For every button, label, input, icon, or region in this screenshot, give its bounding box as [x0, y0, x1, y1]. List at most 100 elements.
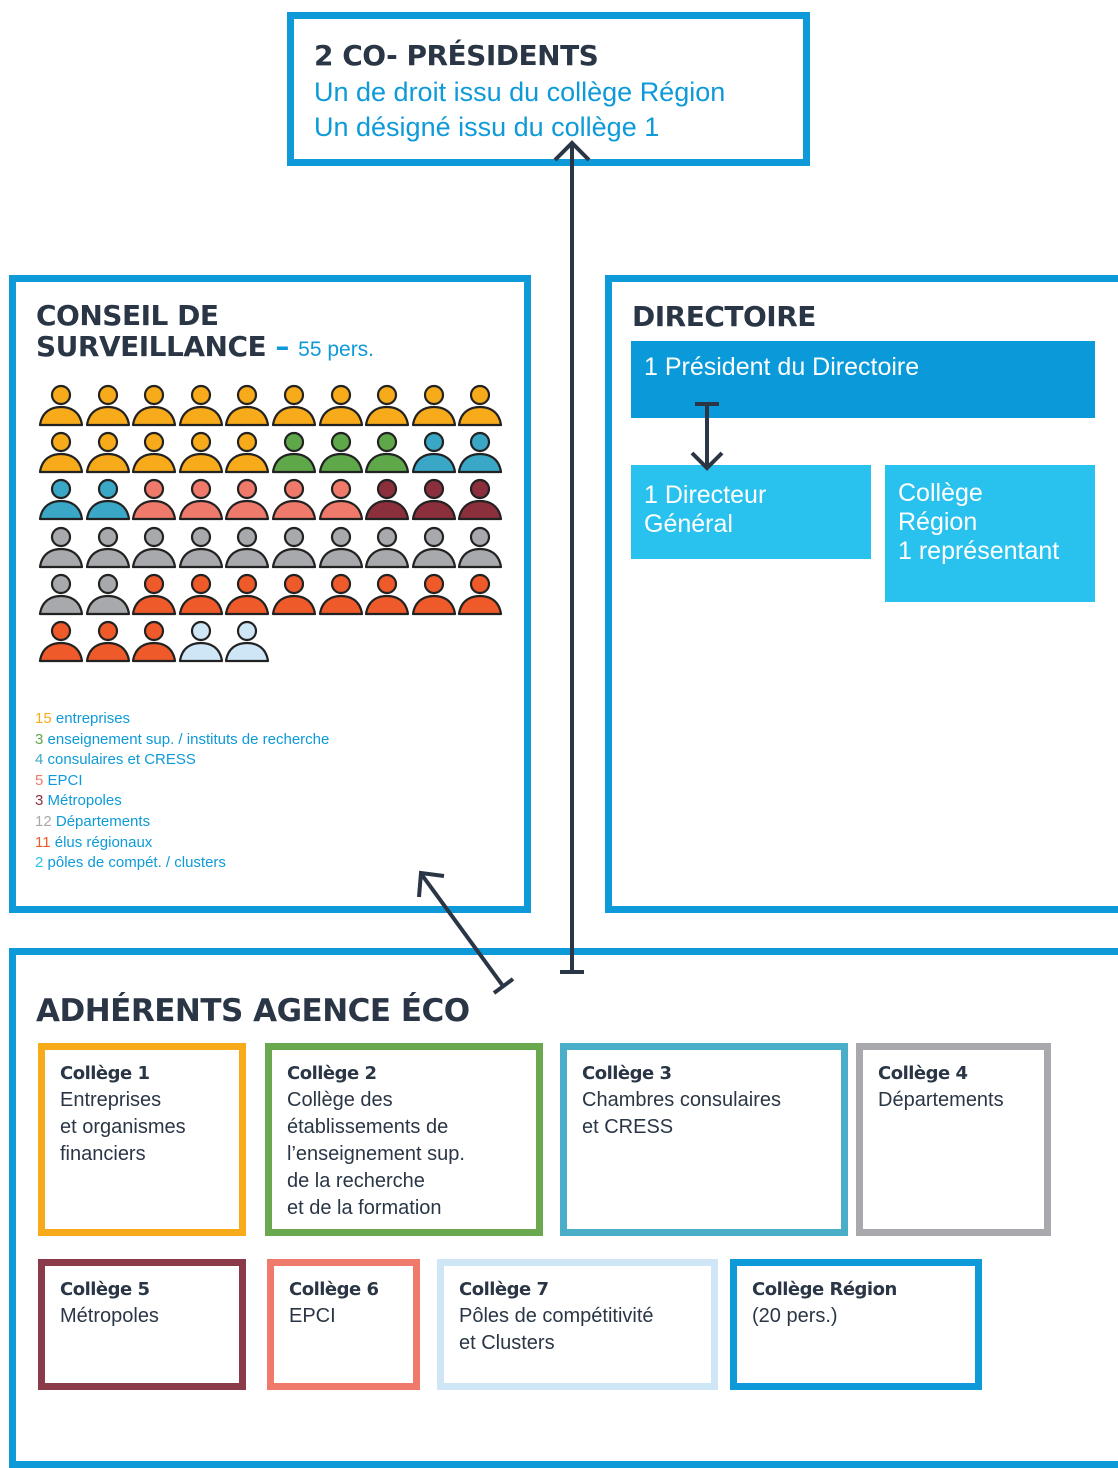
person-icon	[318, 430, 364, 475]
person-icon	[457, 572, 503, 617]
legend-number: 5	[35, 771, 44, 789]
conseil-de-surveillance-box: CONSEIL DE SURVEILLANCE – 55 pers. 15 en…	[9, 275, 531, 913]
conseil-title-line-1: CONSEIL DE	[36, 299, 219, 332]
conseil-title-line-2-wrap: SURVEILLANCE – 55 pers.	[36, 331, 374, 365]
college-title: Collège 1	[60, 1063, 150, 1084]
person-icon	[457, 477, 503, 522]
legend-label: Départements	[51, 812, 151, 830]
legend-item: 4 consulaires et CRESS	[35, 750, 329, 771]
adherents-title: ADHÉRENTS AGENCE ÉCO	[36, 993, 470, 1029]
legend-number: 12	[35, 812, 52, 830]
conseil-count: 55 pers.	[298, 338, 375, 361]
legend-label: enseignement sup. / instituts de recherc…	[43, 730, 330, 748]
person-icon	[411, 572, 457, 617]
person-icon	[38, 525, 84, 570]
directoire-box: DIRECTOIRE 1 Président du Directoire 1 D…	[605, 275, 1118, 913]
college-description: Entreprises et organismes financiers	[60, 1089, 186, 1165]
person-icon	[457, 383, 503, 428]
person-icon	[271, 430, 317, 475]
legend-label: entreprises	[51, 710, 131, 727]
arrowhead-conseil	[417, 870, 445, 898]
person-icon	[224, 572, 270, 617]
person-icon	[457, 525, 503, 570]
person-icon	[131, 430, 177, 475]
person-icon	[364, 430, 410, 475]
legend-item: 12 Départements	[35, 812, 329, 833]
college-description: Collège des établissements de l’enseigne…	[287, 1089, 465, 1219]
legend-label: Métropoles	[43, 792, 122, 810]
college-5-box: Collège 5 Métropoles	[38, 1259, 246, 1390]
person-icon	[85, 572, 131, 617]
copresidents-line-2: Un désigné issu du collège 1	[314, 112, 660, 142]
college-description: EPCI	[289, 1305, 336, 1327]
person-icon	[178, 525, 224, 570]
person-icon	[318, 383, 364, 428]
person-icon	[38, 619, 84, 664]
college-4-box: Collège 4 Départements	[856, 1043, 1051, 1236]
college-region-rep: 1 représentant	[898, 537, 1060, 565]
person-icon	[85, 383, 131, 428]
legend-label: élus régionaux	[50, 833, 153, 851]
person-icon	[85, 619, 131, 664]
person-icon	[178, 383, 224, 428]
person-icon	[178, 430, 224, 475]
person-icon	[224, 383, 270, 428]
directeur-general-label: 1 Directeur Général	[644, 481, 767, 538]
person-icon	[364, 572, 410, 617]
person-icon	[178, 477, 224, 522]
college-title: Collège 5	[60, 1279, 150, 1300]
person-icon	[224, 619, 270, 664]
person-icon	[271, 572, 317, 617]
person-icon	[318, 525, 364, 570]
legend-number: 11	[35, 833, 51, 851]
person-icon	[224, 430, 270, 475]
copresidents-line-1: Un de droit issu du collège Région	[314, 77, 726, 107]
legend-item: 11 élus régionaux	[35, 833, 329, 854]
legend-number: 3	[35, 730, 44, 748]
legend-item: 3 enseignement sup. / instituts de reche…	[35, 730, 329, 751]
person-icon	[131, 383, 177, 428]
person-icon	[411, 430, 457, 475]
person-icon	[364, 477, 410, 522]
person-icon	[131, 572, 177, 617]
person-icon	[364, 525, 410, 570]
college-2-box: Collège 2 Collège des établissements de l…	[265, 1043, 543, 1236]
college-1-box: Collège 1 Entreprises et organismes finan…	[38, 1043, 246, 1236]
college-region-label: Collège Région	[898, 479, 983, 536]
legend-number: 3	[35, 792, 44, 810]
college-title: Collège 2	[287, 1063, 377, 1084]
college-title: Collège Région	[752, 1279, 897, 1300]
person-icon	[411, 477, 457, 522]
president-directoire-label: 1 Président du Directoire	[644, 353, 920, 381]
college-8-box: Collège Région (20 pers.)	[730, 1259, 982, 1390]
directeur-general-box: 1 Directeur Général	[631, 465, 871, 559]
person-icon	[38, 383, 84, 428]
college-7-box: Collège 7 Pôles de compétitivité et Clust…	[437, 1259, 718, 1390]
copresidents-title: 2 CO- PRÉSIDENTS	[314, 39, 599, 72]
conseil-title: CONSEIL DE SURVEILLANCE – 55 pers.	[36, 300, 374, 365]
person-icon	[178, 572, 224, 617]
conseil-title-line-2: SURVEILLANCE	[36, 330, 267, 363]
college-title: Collège 4	[878, 1063, 968, 1084]
person-icon	[38, 430, 84, 475]
directoire-title: DIRECTOIRE	[632, 300, 816, 333]
arrowhead-directeur	[690, 451, 724, 471]
person-icon	[178, 619, 224, 664]
legend-label: EPCI	[43, 771, 83, 789]
college-region-box: Collège Région 1 représentant	[885, 465, 1095, 602]
college-description: Départements	[878, 1089, 1004, 1111]
person-icon	[224, 525, 270, 570]
person-icon	[318, 477, 364, 522]
college-description: (20 pers.)	[752, 1305, 838, 1327]
person-icon	[131, 619, 177, 664]
person-icon	[457, 430, 503, 475]
college-description: Pôles de compétitivité et Clusters	[459, 1305, 654, 1354]
legend-item: 15 entreprises	[35, 709, 329, 730]
legend-label: consulaires et CRESS	[43, 751, 196, 769]
person-icon	[411, 525, 457, 570]
college-description: Métropoles	[60, 1305, 159, 1327]
college-title: Collège 7	[459, 1279, 549, 1300]
